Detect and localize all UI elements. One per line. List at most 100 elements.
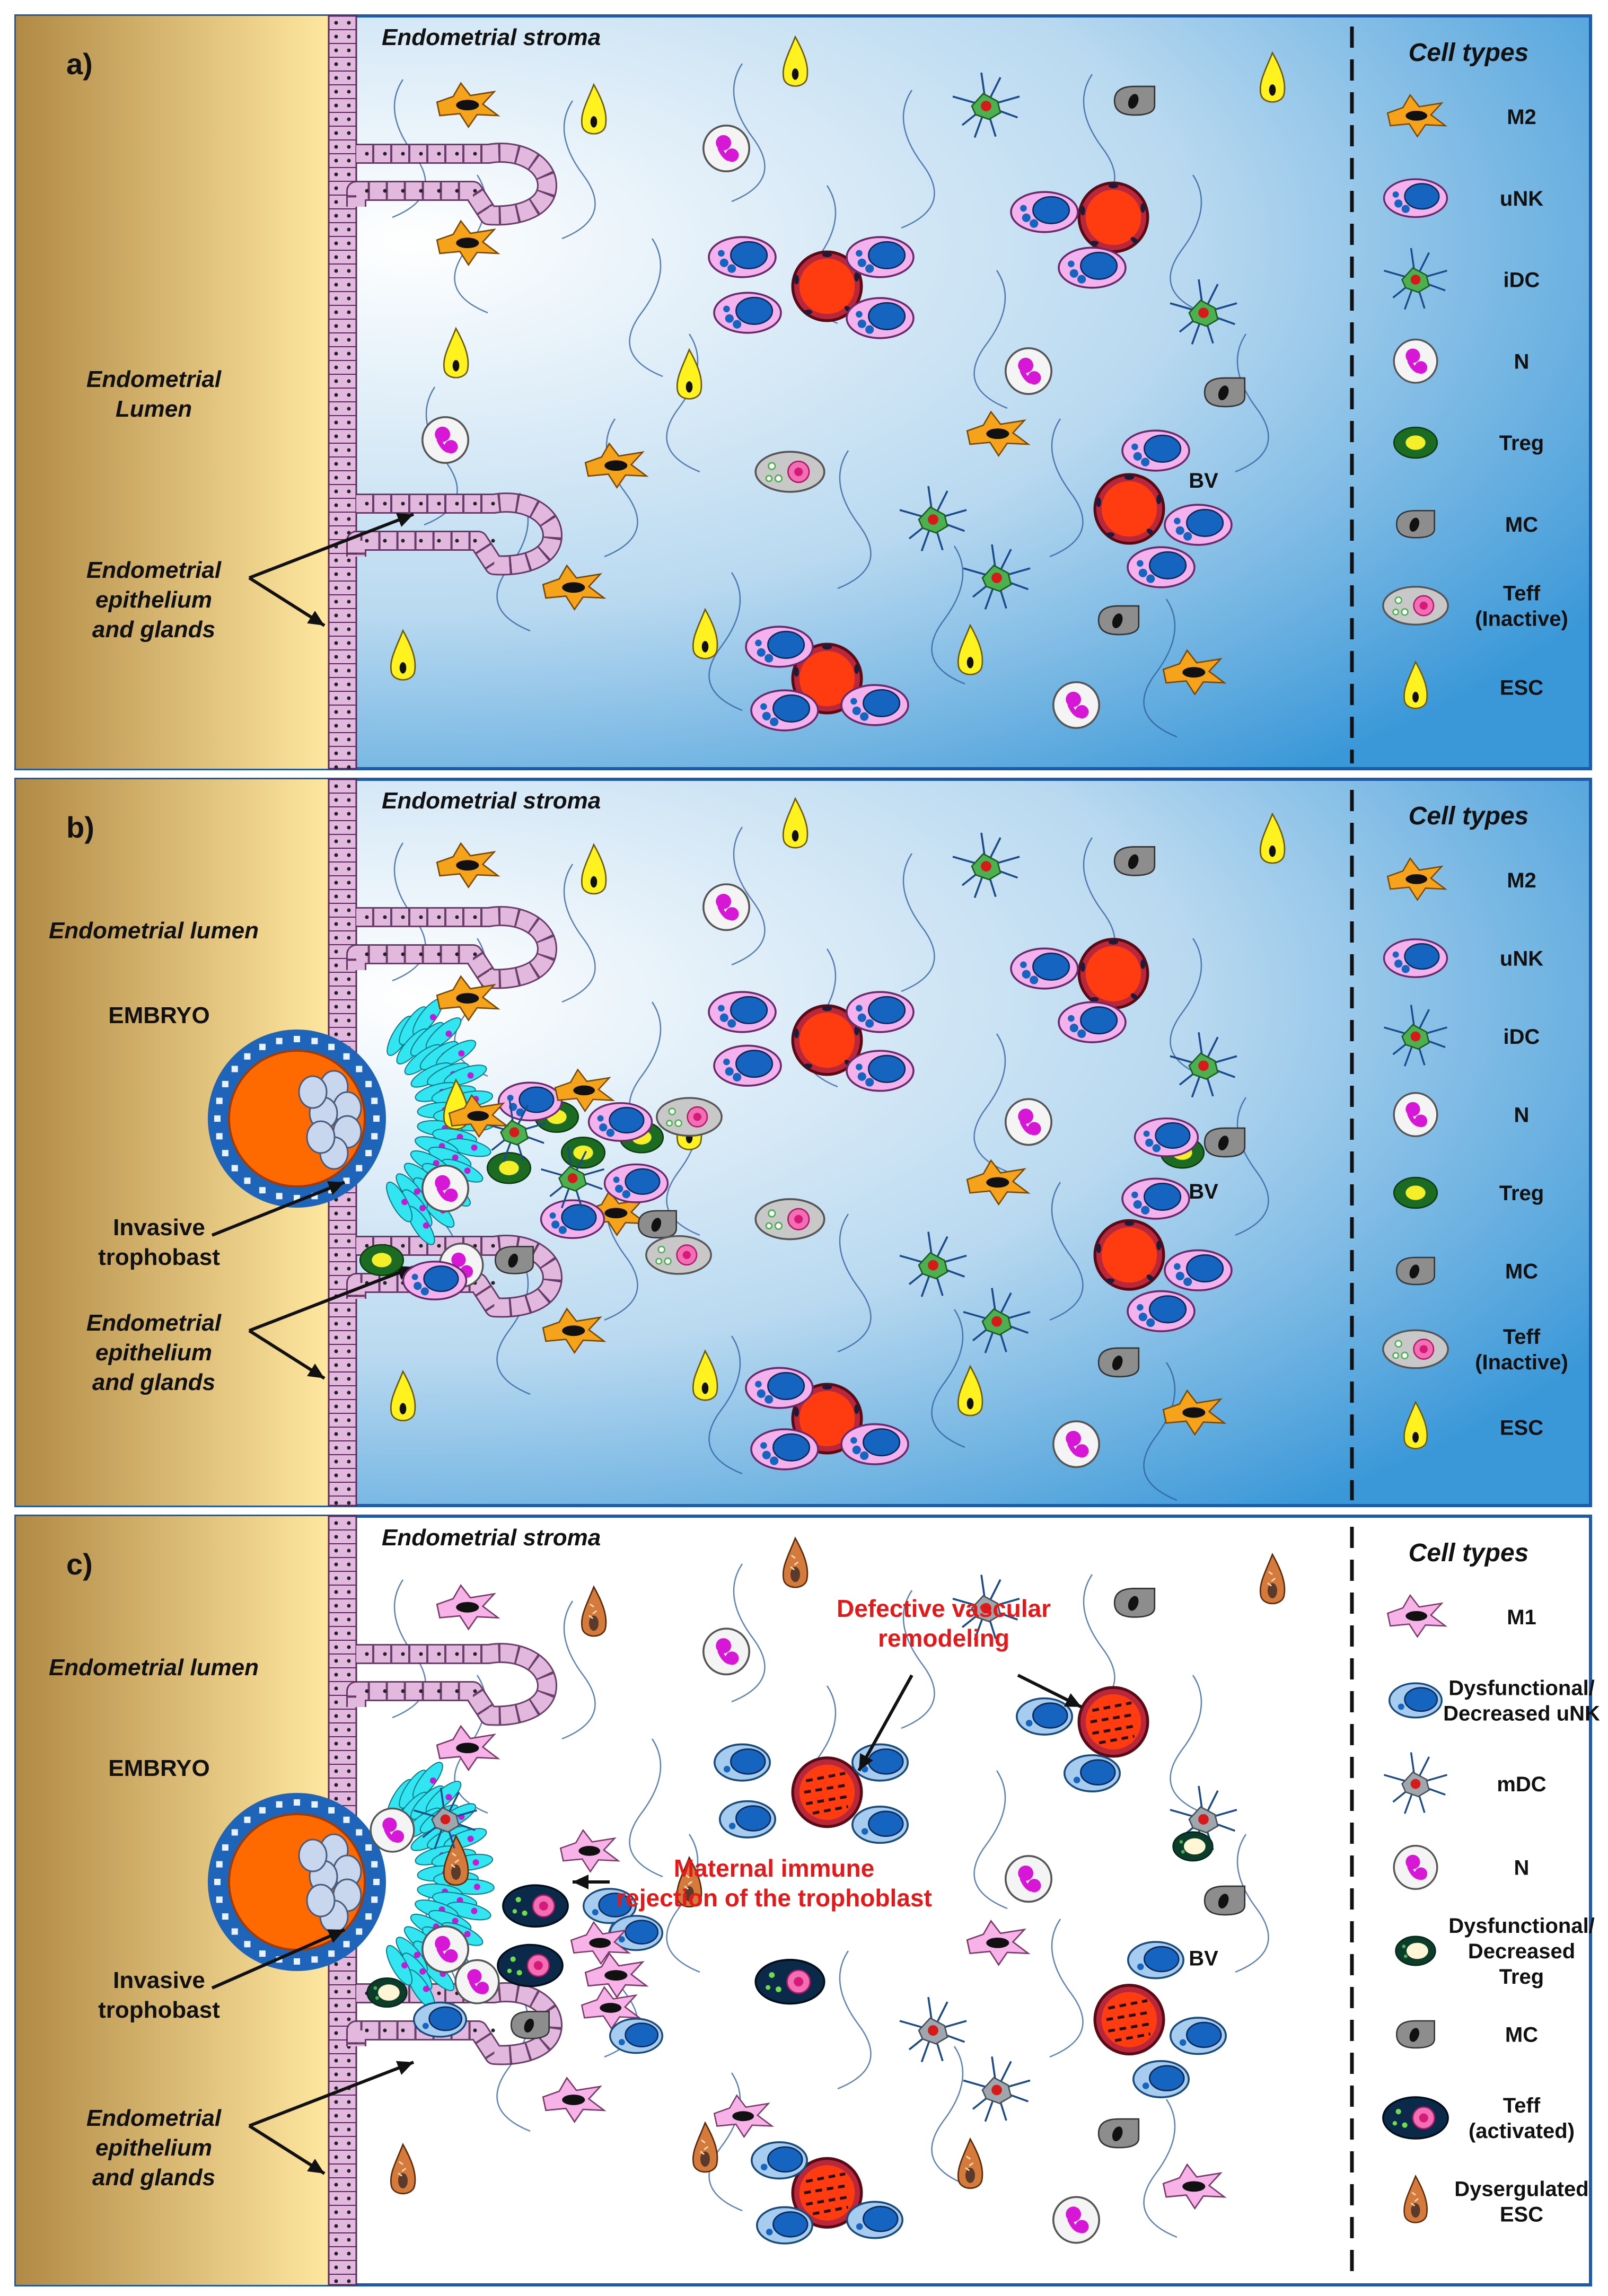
mast-cell (1113, 846, 1156, 876)
legend-item-7: ESC (1403, 1401, 1543, 1449)
teff-inactive-icon (1382, 1329, 1449, 1369)
unk-cell (846, 1050, 915, 1092)
endometrial-gland (346, 492, 563, 576)
unk-cell (402, 1261, 468, 1300)
mast-cell-icon (1396, 509, 1435, 539)
legend-item-6: Teff(Inactive) (1382, 1325, 1568, 1374)
neutrophil (1006, 1856, 1051, 1902)
legend-item-2: iDC (1383, 1004, 1540, 1067)
legend-label: Teff(Inactive) (1475, 1325, 1568, 1374)
defective-blood-vessel (1079, 1687, 1148, 1756)
panel-letter: a) (66, 47, 93, 81)
unk-cell (840, 684, 909, 726)
treg-icon (1393, 426, 1438, 459)
unk-cell (708, 991, 777, 1033)
dysfunctional-unk-cell (609, 2018, 664, 2054)
mast-cell (495, 1246, 534, 1274)
defective-arrow-left (857, 1674, 913, 1772)
legend-item-3: N (1394, 1093, 1529, 1137)
legend-label: Teff(Inactive) (1475, 582, 1568, 631)
legend-item-4: Treg (1393, 426, 1544, 459)
unk-cell (1164, 1249, 1233, 1291)
unk-cell (603, 1163, 669, 1203)
neutrophil-icon (1394, 1846, 1437, 1889)
unk-cell (846, 297, 915, 339)
legend-label: N (1514, 1857, 1530, 1880)
mast-cell (1113, 1588, 1156, 1618)
treg-cell (1172, 1831, 1214, 1862)
neutrophil-icon (1394, 339, 1437, 383)
embryo-label: EMBRYO (108, 1755, 210, 1781)
legend-item-3: N (1394, 1846, 1529, 1889)
mast-cell (1097, 605, 1140, 636)
lumen-label: Endometrial lumen (49, 1655, 259, 1681)
teff-activated (497, 1943, 564, 1987)
legend-item-7: ESC (1403, 661, 1543, 709)
neutrophil (704, 126, 749, 171)
legend-item-2: mDC (1383, 1751, 1547, 1815)
dysfunctional-unk-cell (413, 2001, 467, 2038)
endometrial-gland (346, 1643, 557, 1726)
legend-item-4: Treg (1393, 1176, 1544, 1209)
legend-item-6: Teff(activated) (1382, 2094, 1575, 2143)
neutrophil (1053, 682, 1099, 728)
neutrophil (704, 1629, 749, 1674)
unk-cell (713, 292, 782, 334)
mast-cell (638, 1210, 677, 1239)
legend-label: ESC (1500, 1417, 1543, 1440)
unk-cell (1133, 1117, 1199, 1157)
legend-label: ESC (1500, 676, 1543, 699)
neutrophil (371, 1808, 414, 1852)
mast-cell-icon (1396, 1256, 1435, 1286)
legend-item-0: M2 (1387, 857, 1536, 901)
unk-cell (497, 1081, 563, 1122)
legend-label: M2 (1507, 869, 1536, 892)
legend-item-1: uNK (1383, 938, 1543, 978)
endometrial-gland (346, 906, 557, 989)
legend-item-0: M1 (1387, 1594, 1536, 1638)
legend-label: Treg (1499, 1182, 1544, 1205)
dysfunctional-unk-cell (1064, 1754, 1121, 1793)
epithelium-arrow-column (248, 576, 326, 627)
dysfunctional-unk-cell (751, 2141, 808, 2180)
unk-cell (587, 1102, 653, 1142)
neutrophil (455, 1960, 499, 2003)
unk-cell (846, 236, 915, 278)
legend-item-2: iDC (1383, 247, 1540, 311)
blood-vessel (1079, 183, 1148, 252)
treg-cell (486, 1152, 532, 1184)
mast-cell (511, 2011, 550, 2039)
legend-label: MC (1505, 513, 1538, 536)
blood-vessel (1095, 474, 1164, 543)
neutrophil-icon (1394, 1093, 1437, 1137)
dysfunctional-unk-icon (1388, 1682, 1443, 1719)
legend-label: uNK (1500, 947, 1543, 971)
legend-label: MC (1505, 2024, 1538, 2047)
dysfunctional-unk-cell (1132, 2060, 1190, 2098)
stroma-label: Endometrial stroma (382, 1525, 601, 1551)
legend-label: uNK (1500, 187, 1543, 210)
mast-cell (1097, 2118, 1140, 2149)
legend-label: MC (1505, 1260, 1538, 1283)
legend-title: Cell types (1409, 1539, 1529, 1567)
epithelium-arrow-column (248, 1329, 326, 1380)
neutrophil (423, 1166, 468, 1211)
bv-label: BV (1189, 1947, 1218, 1970)
dysfunctional-unk-cell (719, 1800, 776, 1838)
unk-cell (713, 1044, 782, 1087)
mast-cell (1097, 1347, 1140, 1378)
stroma-label: Endometrial stroma (382, 788, 601, 814)
unk-cell (1127, 546, 1196, 588)
unk-cell (1058, 247, 1127, 289)
legend-item-0: M2 (1387, 94, 1536, 137)
